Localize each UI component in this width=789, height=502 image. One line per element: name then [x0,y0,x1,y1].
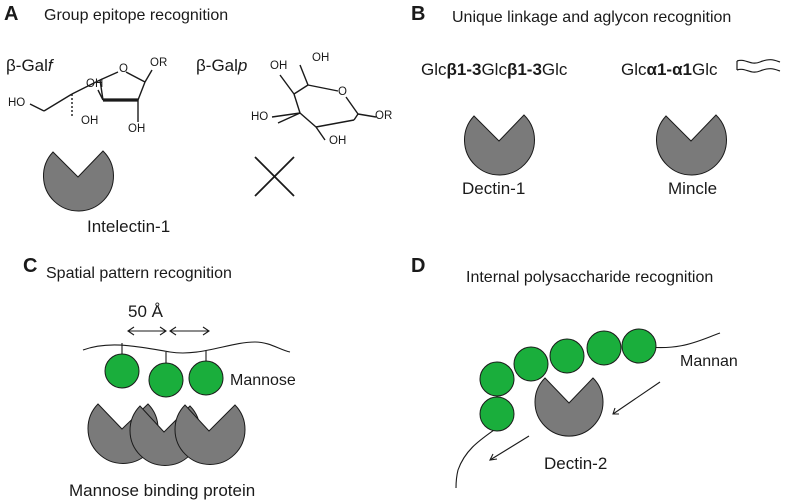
mannose-binding-protein-label: Mannose binding protein [69,481,256,500]
galp-oh-bottom: OH [329,135,347,147]
mincle-lectin-shape [656,114,727,176]
trehalose-label: Glcα1-α1Glc [621,61,717,78]
panel-b-letter: B [411,3,426,25]
panel-d-letter: D [411,255,426,277]
panel-a-title: Group epitope recognition [44,7,229,24]
galp-or-label: OR [375,110,393,122]
intelectin-1-label: Intelectin-1 [87,217,171,236]
galp-ring-oxygen: O [338,86,347,98]
panel-d-title: Internal polysaccharide recognition [466,269,714,286]
galf-ho-label: HO [8,97,26,109]
galf-prefix: β-Gal [6,56,48,75]
panel-a-letter: A [4,3,19,25]
intelectin-1-lectin-shape [43,150,114,212]
galp-ho-label: HO [251,111,269,123]
panel-c-letter: C [23,255,38,277]
dectin-2-label: Dectin-2 [544,454,608,473]
aglycon-lipid-tail-icon [736,59,781,73]
bond-b13-1: β1-3 [446,60,482,79]
galp-structure [271,64,377,141]
glc-3: Glc [541,60,568,79]
panel-b-title: Unique linkage and aglycon recognition [452,9,732,26]
glucan-b13-label: Glcβ1-3Glcβ1-3Glc [421,61,567,78]
mannose-spatial-diagram [82,326,291,466]
galf-suffix: f [47,56,53,75]
bond-a1a1: α1-α1 [646,60,692,79]
no-recognition-x-icon [254,156,295,197]
galf-ring-oxygen: O [119,63,128,75]
glc-2: Glc [481,60,507,79]
galp-oh-top: OH [312,52,330,64]
glc-a: Glc [621,60,647,79]
mincle-label: Mincle [668,179,718,198]
mannose-label: Mannose [230,372,296,389]
mannan-label: Mannan [680,353,738,370]
dectin-1-label: Dectin-1 [462,179,526,198]
panel-c-title: Spatial pattern recognition [46,265,232,282]
galf-structure [29,69,153,122]
glc-1: Glc [421,60,447,79]
galp-prefix: β-Gal [196,56,238,75]
bond-b13-2: β1-3 [506,60,542,79]
galf-or-label: OR [150,57,168,69]
beta-galp-label: β-Galp [196,57,247,74]
galf-oh-top: OH [86,78,104,90]
galf-oh-side: OH [81,115,99,127]
distance-label: 50 Å [128,302,163,321]
glc-b: Glc [691,60,718,79]
galp-suffix: p [237,56,248,75]
beta-galf-label: β-Galf [6,57,53,74]
dectin-1-lectin-shape [464,114,535,176]
galp-oh-left-top: OH [270,60,288,72]
galf-oh-bottom: OH [128,123,146,135]
